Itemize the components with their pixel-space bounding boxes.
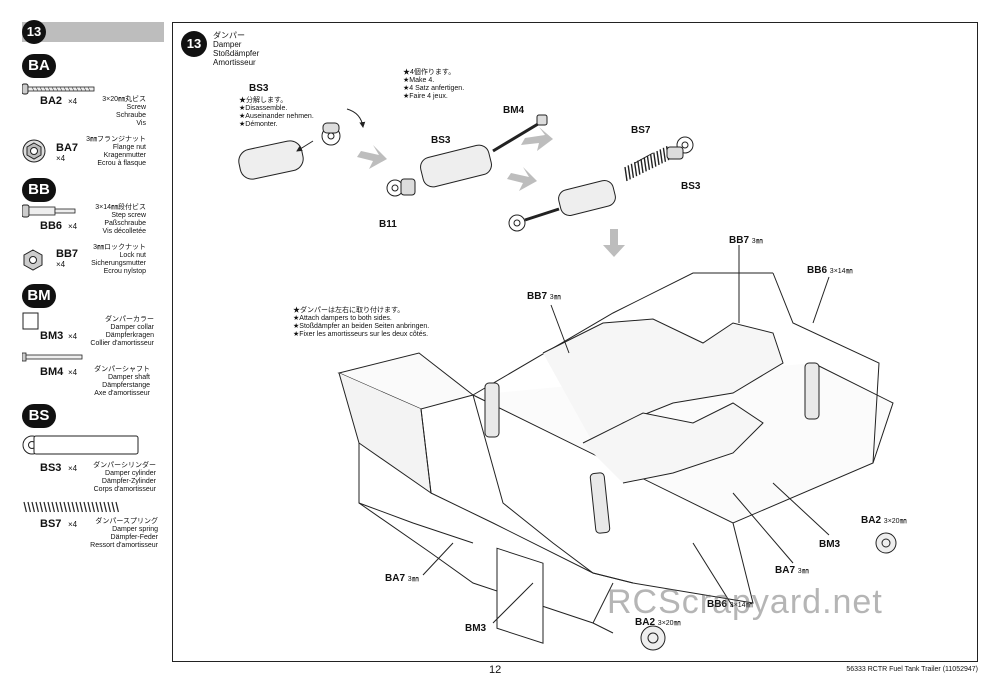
label-bm4: BM4 <box>503 105 525 116</box>
step-header-bar: 13 <box>22 20 164 44</box>
assembly-drawing <box>238 108 897 651</box>
panel-step-number: 13 <box>181 31 207 57</box>
step-number-badge: 13 <box>22 20 46 44</box>
part-code: BS3 <box>40 462 62 474</box>
part-code: BA2 <box>40 95 63 107</box>
part-code: BB6 <box>40 220 63 232</box>
group-badge-ba: BA <box>22 54 56 78</box>
part-code: BM4 <box>40 366 64 378</box>
part-qty: ×4 <box>68 97 78 106</box>
group-badge-bm: BM <box>22 284 56 308</box>
part-qty: ×4 <box>68 464 78 473</box>
page-number: 12 <box>489 664 502 676</box>
damper-cylinder-icon <box>22 435 139 455</box>
label-bb7-top: BB7 3㎜ <box>729 235 763 246</box>
cylinder-disassembly <box>238 108 366 180</box>
label-ba7-left: BA7 3㎜ <box>385 573 419 584</box>
damper-collar-icon <box>22 312 39 330</box>
part-qty: ×4 <box>68 222 78 231</box>
label-bm3-left: BM3 <box>465 623 487 634</box>
part-qty: ×4 <box>56 260 66 269</box>
label-bs3-disassembly: BS3 <box>249 83 269 94</box>
footer-product-title: 56333 RCTR Fuel Tank Trailer (11052947) <box>846 666 978 673</box>
label-b11: B11 <box>379 219 397 230</box>
part-qty: ×4 <box>68 368 78 377</box>
label-bs3-right: BS3 <box>681 181 701 192</box>
label-ba2-right: BA2 3×20㎜ <box>861 515 907 526</box>
label-ba2-bottom: BA2 3×20㎜ <box>635 617 681 628</box>
label-ba7-right: BA7 3㎜ <box>775 565 809 576</box>
screw-icon <box>22 83 95 95</box>
group-badge-bb: BB <box>22 178 56 202</box>
part-code: BM3 <box>40 330 64 342</box>
watermark-text: RCScrapyard.net <box>607 583 883 621</box>
label-bb6-top: BB6 3×14㎜ <box>807 265 853 276</box>
note-attach-both-sides: ★ダンパーは左右に取り付けます。★Attach dampers to both … <box>293 307 430 338</box>
note-make-4: ★4個作ります。★Make 4. ★4 Satz anfertigen.★Fai… <box>403 69 465 100</box>
lock-nut-icon <box>23 249 43 271</box>
part-qty: ×4 <box>68 520 78 529</box>
part-code: BS7 <box>40 518 62 530</box>
part-code: BB7 <box>56 248 79 260</box>
label-bb7-left: BB7 3㎜ <box>527 291 561 302</box>
trailer-chassis <box>337 245 897 651</box>
group-badge-bs: BS <box>22 404 56 428</box>
part-code: BA7 <box>56 142 79 154</box>
part-qty: ×4 <box>68 332 78 341</box>
process-arrows <box>357 127 625 257</box>
step-screw-icon <box>22 204 76 218</box>
label-bb6-bottom: BB6 3×14㎜ <box>707 599 753 610</box>
label-bs3-center: BS3 <box>431 135 451 146</box>
label-bm3-right: BM3 <box>819 539 841 550</box>
shock-parts-row <box>386 114 694 232</box>
flange-nut-icon <box>22 139 46 163</box>
part-qty: ×4 <box>56 154 66 163</box>
note-disassemble: ★分解します。★Disassemble. ★Auseinander nehmen… <box>239 97 314 128</box>
label-bs7: BS7 <box>631 125 651 136</box>
damper-spring-icon <box>23 501 119 513</box>
damper-shaft-icon <box>22 352 83 362</box>
